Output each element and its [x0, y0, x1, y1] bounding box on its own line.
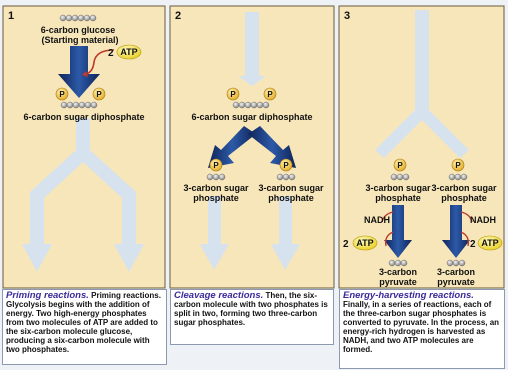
- panel-1-atp-badge: [116, 44, 142, 60]
- panel-1-atp-count: 2: [108, 48, 114, 59]
- panel-1-phosphate-left: [55, 87, 69, 101]
- panel-3-right-label-2: phosphate: [441, 193, 487, 203]
- panel-1-diphosphate-chain: [60, 101, 98, 109]
- panel-3-nadh-curve-left: [381, 211, 394, 223]
- panel-3-atp-count-left: 2: [343, 239, 349, 250]
- panel-1-phosphate-right-label: P: [96, 90, 102, 99]
- panel-3-atp-left: ATP: [356, 238, 373, 248]
- panel-2-caption-title: Cleavage reactions.: [174, 290, 264, 301]
- panel-3-nadh-right: NADH: [470, 215, 496, 225]
- panel-3-right-chain: [448, 173, 468, 181]
- panel-1-atp-curve: [85, 49, 115, 75]
- panel-3: 3 P P 3-carbon sugar phosphate 3-carbon …: [338, 5, 505, 289]
- panel-3-left-label-1: 3-carbon sugar: [365, 183, 431, 193]
- panel-3-phosphate-left-label: P: [397, 161, 403, 170]
- panel-3-phosphate-left: [393, 158, 407, 172]
- panel-2-phosphate-left: [226, 87, 240, 101]
- panel-3-pyruvate-right-2: pyruvate: [437, 277, 475, 287]
- panel-2-faded-arrows: [200, 12, 300, 270]
- panel-3-caption: Energy-harvesting reactions. Finally, in…: [339, 289, 505, 369]
- panel-1-atp-label: ATP: [120, 47, 137, 57]
- panel-1-phosphate-left-label: P: [59, 90, 65, 99]
- panel-2-phosphate-right-2-label: P: [283, 161, 289, 170]
- panel-1-glucose-label: 6-carbon glucose: [41, 25, 116, 35]
- panel-3-pyruvate-left-1: 3-carbon: [379, 267, 417, 277]
- panel-3-left-label-2: phosphate: [375, 193, 421, 203]
- panel-2-diphosphate-chain: [232, 101, 270, 109]
- panel-2-right-label-2: phosphate: [268, 193, 314, 203]
- panel-2-left-label-1: 3-carbon sugar: [183, 183, 249, 193]
- panel-1-glucose-chain: [59, 14, 97, 22]
- panel-1-caption: Priming reactions. Priming reactions. Gl…: [2, 289, 167, 365]
- panel-1-diphosphate-label: 6-carbon sugar diphosphate: [23, 112, 144, 122]
- panel-2-phosphate-right-2: [279, 158, 293, 172]
- panel-2-phosphate-right: [263, 87, 277, 101]
- panel-3-caption-text: Finally, in a series of reactions, each …: [343, 300, 500, 354]
- panel-2-phosphate-right-label: P: [267, 90, 273, 99]
- panel-1-number: 1: [8, 10, 14, 22]
- panel-3-atp-curve-left: [384, 231, 394, 247]
- panel-2: 2 P P 6-carbon sugar diphosphate P P: [169, 5, 335, 289]
- panel-2-caption: Cleavage reactions. Then, the six-carbon…: [170, 289, 334, 345]
- panel-2-phosphate-left-label: P: [230, 90, 236, 99]
- panel-1: 1 6-carbon glucose (Starting material) 2…: [2, 5, 166, 289]
- panel-1-caption-text: Priming reactions. Glycolysis begins wit…: [6, 291, 161, 354]
- panel-3-right-label-1: 3-carbon sugar: [431, 183, 497, 193]
- panel-2-split-arrow-right: [248, 126, 296, 168]
- panel-2-right-label-1: 3-carbon sugar: [258, 183, 324, 193]
- panel-3-caption-title: Energy-harvesting reactions.: [343, 290, 474, 301]
- panel-3-pyruvate-right-chain: [446, 259, 466, 267]
- panel-3-pyruvate-right-1: 3-carbon: [437, 267, 475, 277]
- panel-1-caption-title: Priming reactions.: [6, 290, 89, 301]
- panel-2-phosphate-left-2: [209, 158, 223, 172]
- panel-1-phosphate-right: [92, 87, 106, 101]
- panel-2-split-arrow-left: [208, 126, 256, 168]
- panel-3-atp-count-right: 2: [470, 239, 476, 250]
- panel-3-pyruvate-left-2: pyruvate: [379, 277, 417, 287]
- panel-1-faded-arrows: [22, 118, 144, 272]
- panel-3-atp-badge-right: [477, 235, 503, 251]
- panel-3-down-arrow-left: [384, 205, 412, 258]
- panel-3-nadh-curve-right: [460, 211, 473, 223]
- panel-1-starting-label: (Starting material): [41, 35, 118, 45]
- panel-2-left-chain: [206, 173, 226, 181]
- panel-3-atp-right: ATP: [481, 238, 498, 248]
- panel-3-phosphate-right-label: P: [455, 161, 461, 170]
- panel-3-pyruvate-left-chain: [388, 259, 408, 267]
- panel-3-number: 3: [344, 10, 350, 22]
- panel-2-caption-text: Then, the six-carbon molecule with two p…: [174, 291, 328, 327]
- panel-3-atp-curve-right: [460, 231, 470, 247]
- panel-2-number: 2: [175, 10, 181, 22]
- panel-2-diphosphate-label: 6-carbon sugar diphosphate: [191, 112, 312, 122]
- panel-3-nadh-left: NADH: [364, 215, 390, 225]
- panel-2-phosphate-left-2-label: P: [213, 161, 219, 170]
- panel-3-left-chain: [390, 173, 410, 181]
- panel-3-down-arrow-right: [442, 205, 470, 258]
- panel-2-left-label-2: phosphate: [193, 193, 239, 203]
- panel-3-phosphate-right: [451, 158, 465, 172]
- panel-3-atp-badge-left: [352, 235, 378, 251]
- panel-1-down-arrow: [58, 46, 100, 98]
- panel-3-faded-arrows: [375, 10, 469, 158]
- panel-2-right-chain: [276, 173, 296, 181]
